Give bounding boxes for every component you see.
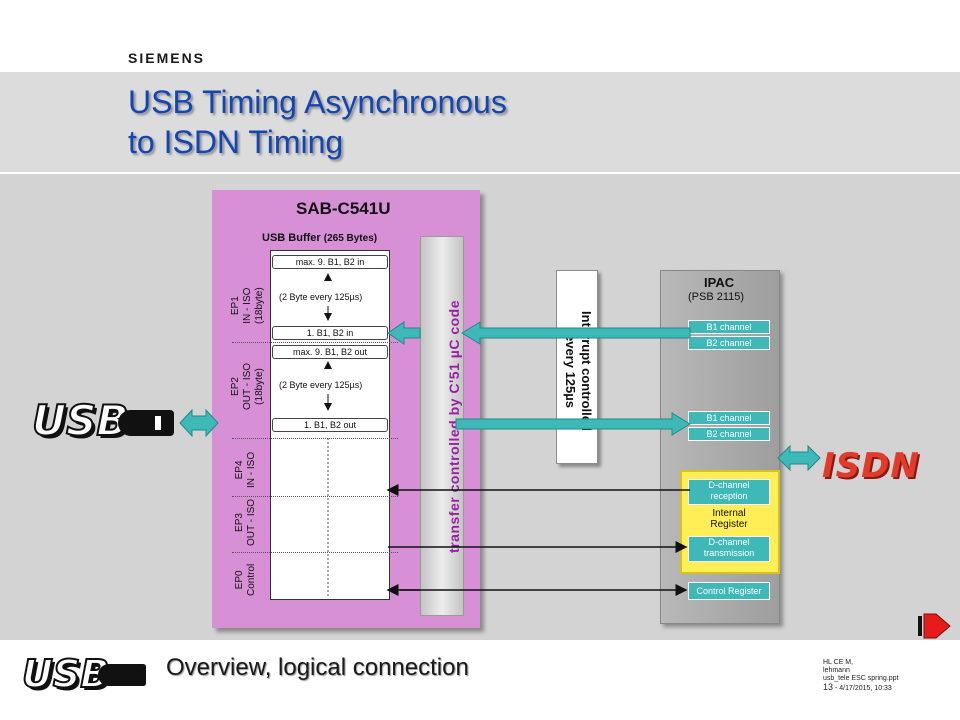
next-slide-icon [918,613,951,639]
b2-channel-in: B2 channel [688,336,770,350]
title-band [0,72,960,174]
cell-ep2-top: max. 9. B1, B2 out [272,345,388,359]
usb-plug-icon [118,410,174,436]
interrupt-box [556,270,598,464]
usb-plug-footer-icon [98,664,146,686]
ipac-subtitle: (PSB 2115) [688,291,745,303]
b-channel-out-arrow [455,412,691,436]
usb-logo-main: USB [31,395,129,446]
ipac-title: IPAC [704,275,735,290]
buffer-in-arrow [387,321,421,345]
page-title-line2: to ISDN Timing [128,124,344,160]
note-ep2: (2 Byte every 125µs) [279,380,363,390]
separator-ep4-ep3 [232,496,398,497]
page-title-line1: USB Timing Asynchronous [128,84,507,120]
siemens-brand: SIEMENS [128,50,206,66]
usb-logo-footer: USB [21,651,110,697]
b2-channel-out: B2 channel [688,427,770,441]
usb-double-arrow [179,408,219,438]
cell-ep1-top: max. 9. B1, B2 in [272,255,388,269]
footer-meta: HL CE M, lehmann usb_tele ESC spring.ppt… [823,659,899,692]
b1-channel-out: B1 channel [688,411,770,425]
separator-ep2-ep4 [232,438,398,439]
separator-ep3-ep0 [232,552,398,553]
page-number: 13 [823,682,834,692]
usb-buffer-size: (265 Bytes) [323,233,378,244]
usb-buffer-title: USB Buffer (265 Bytes) [262,232,377,244]
isdn-logo: ISDN [822,446,920,486]
isdn-double-arrow [777,444,821,472]
control-register: Control Register [688,582,770,600]
b1-channel-in: B1 channel [688,320,770,334]
usb-buffer-label: USB Buffer [262,232,321,244]
sab-title: SAB-C541U [296,199,391,218]
footer-title: Overview, logical connection [166,654,469,681]
content-band [0,174,960,640]
separator-ep1-ep2 [232,342,398,343]
note-ep1: (2 Byte every 125µs) [279,292,363,302]
b-channel-in-arrow [461,321,691,345]
cell-ep2-bottom: 1. B1, B2 out [272,418,388,432]
